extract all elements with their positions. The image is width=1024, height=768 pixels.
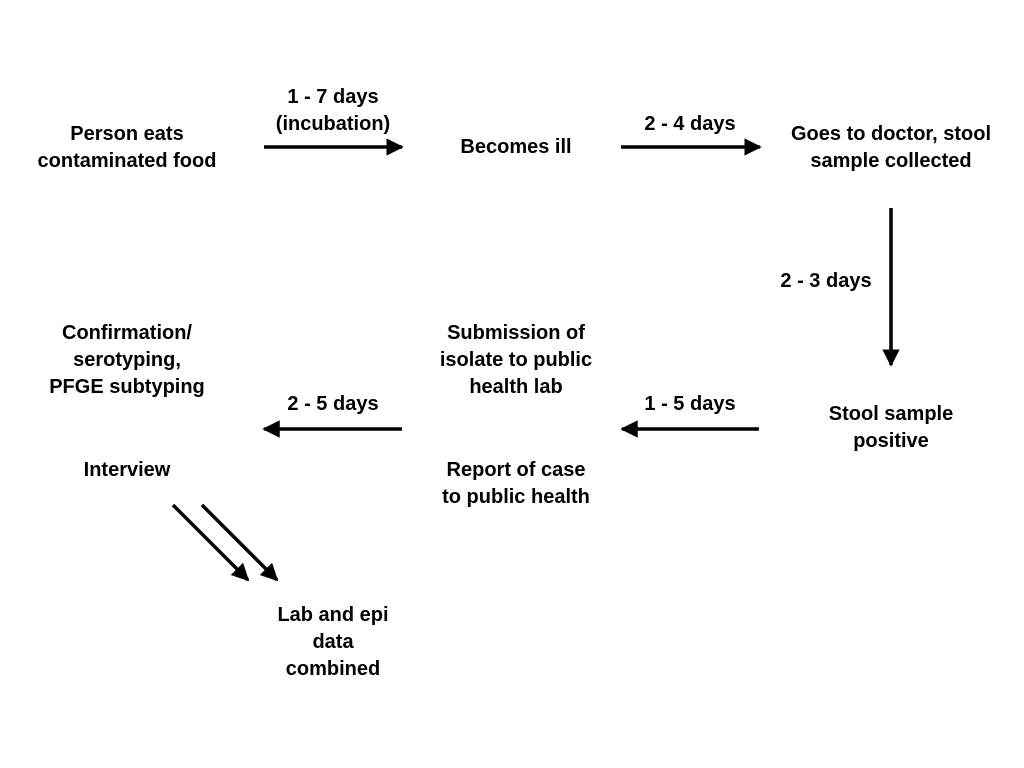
node-stool-positive: Stool sample positive — [828, 403, 954, 452]
node-combined: Lab and epi data combined — [277, 604, 389, 680]
arrow-interview-to-combined — [171, 503, 250, 582]
edge-label-report-to-confirmation: 2 - 5 days — [287, 393, 379, 415]
edge-label-incubation: 1 - 7 days (incubation) — [275, 86, 391, 135]
edge-label-doctor-to-positive: 2 - 3 days — [780, 270, 872, 292]
node-person-eats: Person eats contaminated food — [37, 123, 217, 172]
edge-label-positive-to-report: 1 - 5 days — [644, 393, 736, 415]
node-goes-to-doctor: Goes to doctor, stool sample collected — [790, 123, 992, 172]
node-report: Report of case to public health — [442, 459, 590, 508]
node-submission: Submission of isolate to public health l… — [439, 322, 593, 398]
node-becomes-ill: Becomes ill — [460, 136, 572, 158]
node-interview: Interview — [83, 459, 171, 481]
arrow-confirmation-to-combined — [200, 503, 279, 582]
edge-label-ill-to-doctor: 2 - 4 days — [644, 113, 736, 135]
node-confirmation: Confirmation/ serotyping, PFGE subtyping — [49, 322, 205, 398]
